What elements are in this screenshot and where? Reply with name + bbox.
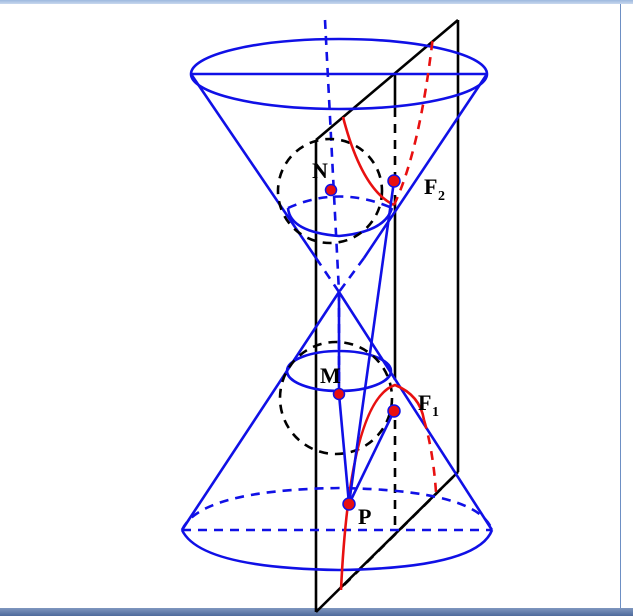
segment-PM [337,393,351,505]
lower-branch-visible [339,383,426,591]
window-top-border [0,0,633,4]
lower-base-back-arc [180,486,494,531]
point-F1 [387,404,401,418]
label-M: M [320,363,341,388]
lower-cone-right-generator [337,291,494,531]
plane-top-edge [315,19,459,141]
label-F2-subscript: 2 [438,189,445,204]
label-F1: F [418,390,431,415]
label-F1-subscript: 1 [432,405,439,420]
point-P [342,497,356,511]
upper-nappe [189,19,489,293]
point-F2 [387,174,401,188]
upper-cone-right-hidden [337,257,366,293]
lower-branch-hidden [422,419,438,493]
lower-dandelin-sphere [278,340,394,456]
upper-branch-hidden [392,35,435,206]
lower-nappe [180,291,494,572]
label-N: N [312,158,328,183]
hyperbola [339,35,438,591]
upper-tangent-circle-front [286,207,394,238]
label-P: P [358,504,371,529]
window-right-border [620,4,621,608]
upper-cone-left-generator [189,73,318,259]
upper-tangent-circle-back [287,195,393,210]
upper-cone-left-hidden [314,257,341,293]
upper-cone-right-generator [362,73,489,259]
label-F2: F [424,174,437,199]
point-N [324,183,338,197]
plane-hidden-bottom [343,471,459,586]
lower-cone-left-generator [180,291,341,531]
lower-base-front-arc [180,529,494,572]
segment-PF2 [347,180,396,505]
upper-branch-visible [341,116,395,207]
upper-dandelin-sphere [276,137,384,245]
point-M [332,387,346,401]
upper-axis-hidden [323,19,341,293]
segment-PF1 [347,410,396,505]
